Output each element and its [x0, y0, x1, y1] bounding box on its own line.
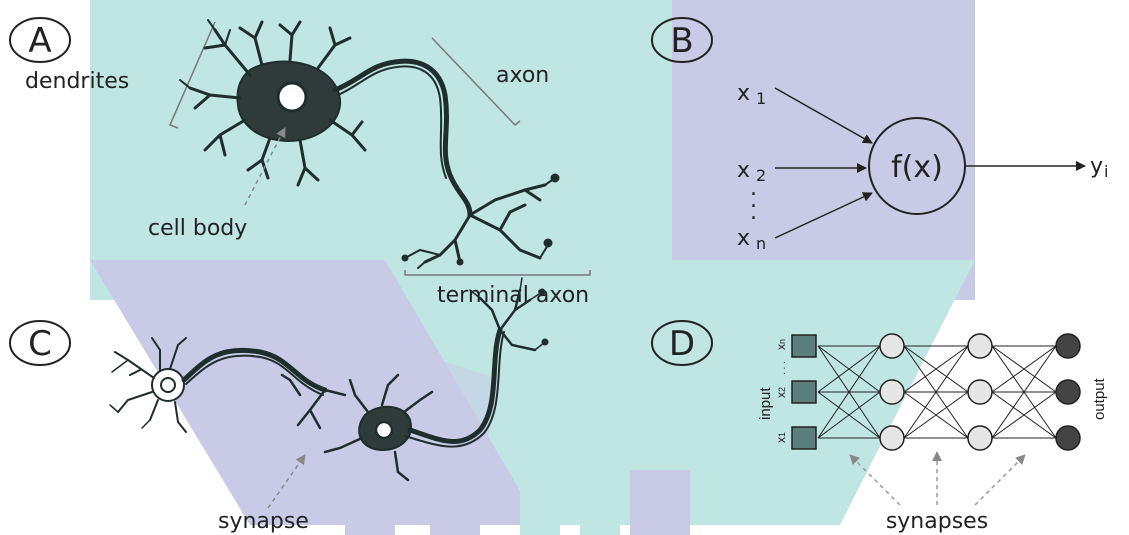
svg-text:.: . [750, 200, 757, 225]
output-layer [1056, 334, 1080, 450]
input-node [792, 381, 816, 403]
hidden-node [880, 334, 904, 358]
function-label: f(x) [891, 150, 943, 185]
synapse-label: synapse [218, 509, 309, 534]
input-xn-label: xn [774, 339, 788, 350]
svg-text:n: n [756, 234, 766, 253]
svg-text:x: x [737, 81, 750, 106]
terminal-axon-label: terminal axon [437, 283, 589, 308]
svg-text:y: y [1090, 154, 1103, 179]
svg-text:2: 2 [756, 166, 766, 185]
input-node [792, 335, 816, 357]
hidden-node [968, 380, 992, 404]
hidden-node [968, 426, 992, 450]
panel-c-letter: C [28, 324, 52, 364]
svg-text:x: x [737, 158, 750, 183]
hidden-node [968, 334, 992, 358]
hidden-node [880, 426, 904, 450]
input-node [792, 427, 816, 449]
synapses-label: synapses [886, 509, 988, 534]
input-dots: . . . [750, 176, 757, 225]
axon-label: axon [496, 63, 549, 88]
hidden-node [880, 380, 904, 404]
svg-text:1: 1 [756, 89, 766, 108]
svg-text:x: x [737, 226, 750, 251]
hidden-layer-2 [968, 334, 992, 450]
output-node [1056, 426, 1080, 450]
input-dots-label: . . . [777, 361, 788, 375]
svg-text:i: i [1104, 162, 1108, 181]
input-x1-label: x1 [774, 432, 788, 443]
panel-c-badge: C [10, 321, 70, 365]
dendrites-label: dendrites [25, 69, 129, 94]
cell-body-label: cell body [148, 216, 247, 241]
input-layer [792, 335, 816, 449]
output-yi: y i [1090, 154, 1108, 181]
synapse-pointer-3 [975, 455, 1025, 505]
panel-b-letter: B [670, 21, 693, 61]
panel-a-badge: A [10, 18, 70, 62]
input-x2-label: x2 [774, 387, 788, 398]
output-node [1056, 380, 1080, 404]
input-layer-label: input [757, 387, 774, 420]
panel-a-letter: A [28, 21, 51, 61]
output-layer-label: output [1091, 377, 1108, 420]
panel-d-letter: D [669, 324, 695, 364]
output-node [1056, 334, 1080, 358]
hidden-layer-1 [880, 334, 904, 450]
